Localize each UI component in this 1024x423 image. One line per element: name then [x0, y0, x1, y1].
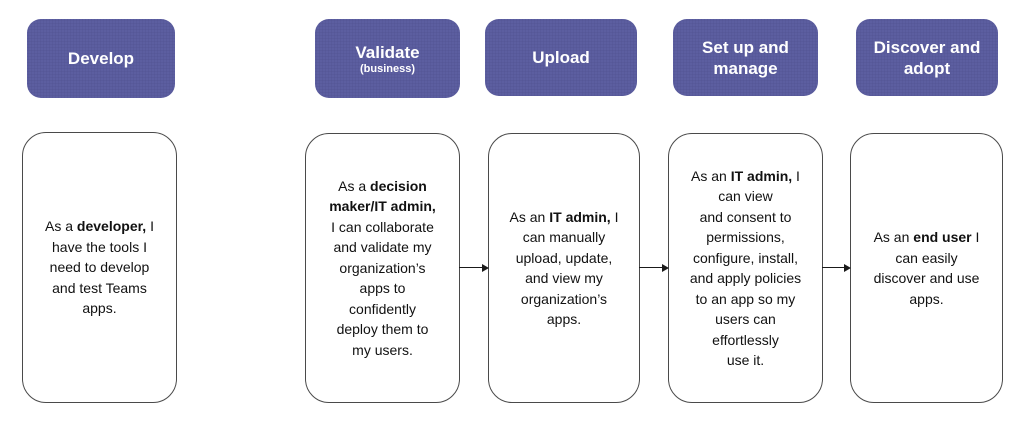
arrow-line	[639, 266, 663, 269]
stage-title-validate: Validate	[355, 42, 420, 62]
arrow-upload-to-set-up-and-manage	[639, 261, 669, 274]
arrow-set-up-and-manage-to-discover-and-adopt	[822, 261, 851, 274]
arrow-head-icon	[482, 263, 489, 272]
stage-header-validate: Validate (business)	[315, 19, 460, 98]
arrow-head-icon	[662, 263, 669, 272]
arrow-validate-to-upload	[459, 261, 489, 274]
stage-header-develop: Develop	[27, 19, 175, 98]
stage-header-upload: Upload	[485, 19, 637, 96]
stage-title-upload: Upload	[532, 48, 590, 67]
arrow-line	[459, 266, 483, 269]
arrow-line	[822, 266, 845, 269]
stage-title-develop: Develop	[67, 49, 135, 68]
arrow-head-icon	[844, 263, 851, 272]
stage-subtitle-validate: (business)	[359, 62, 415, 75]
